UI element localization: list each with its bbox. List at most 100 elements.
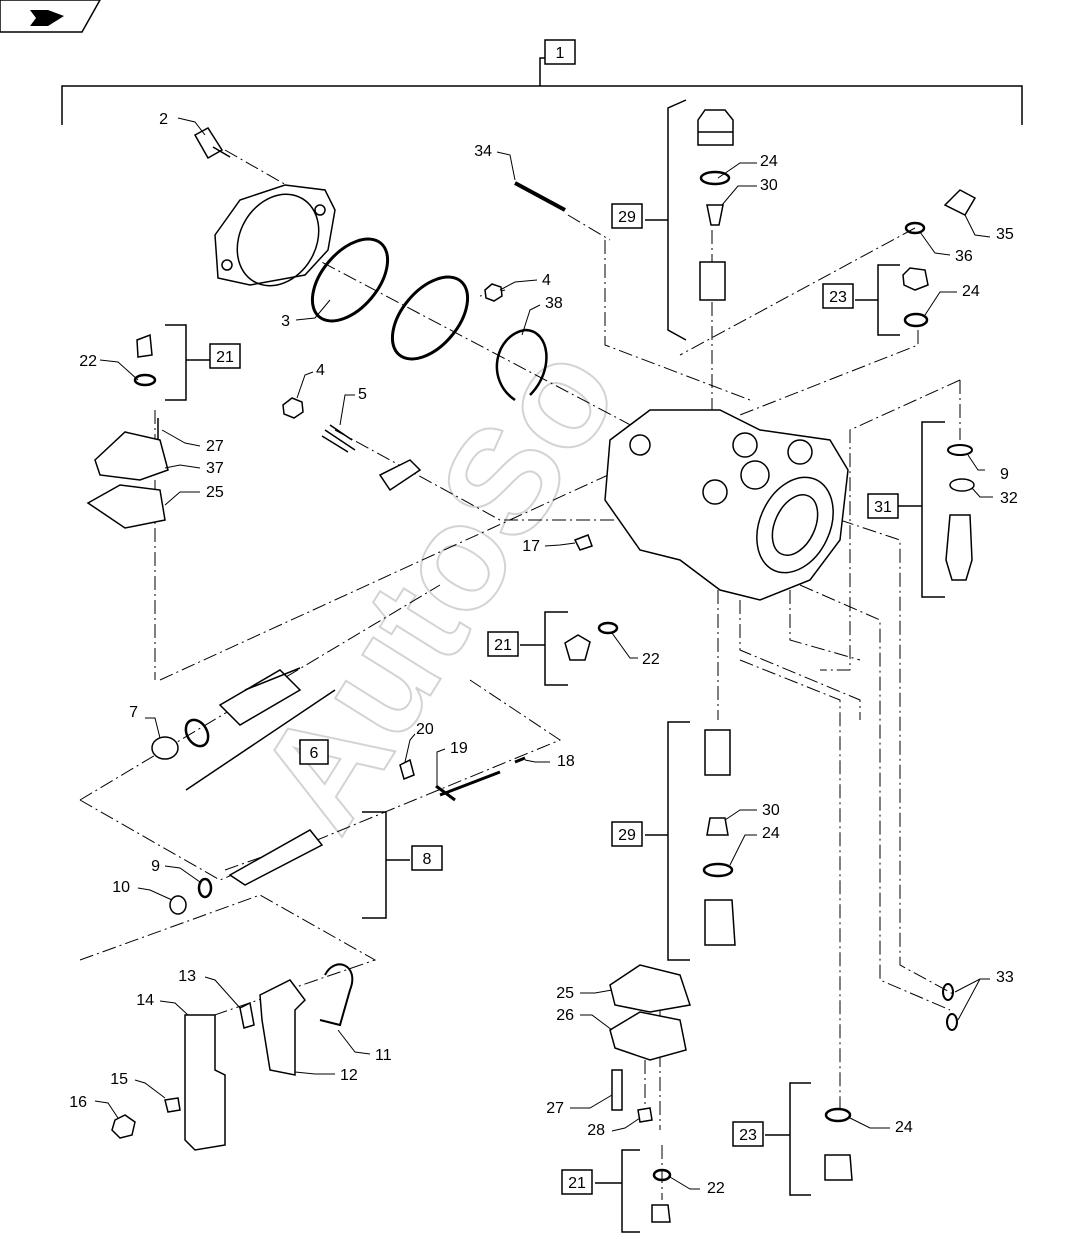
callout-26: 26 xyxy=(556,1007,574,1024)
callout-20: 20 xyxy=(416,721,434,738)
bushing-part-10 xyxy=(169,895,187,915)
oring-part-33a xyxy=(942,983,954,1001)
callout-27-bottom: 27 xyxy=(546,1100,564,1117)
snap-ring-38 xyxy=(495,328,548,402)
callout-35: 35 xyxy=(996,226,1014,243)
shaft-part-6 xyxy=(218,667,302,726)
oring-part-33b xyxy=(946,1013,958,1031)
bushing-part-7 xyxy=(151,736,179,760)
group-label-23-bottom: 23 xyxy=(739,1127,757,1144)
spring-part-11 xyxy=(319,963,354,1027)
screw-part-18 xyxy=(514,756,526,764)
group-label-31: 31 xyxy=(874,499,892,516)
relief-valve-bottom xyxy=(702,729,736,946)
callout-19: 19 xyxy=(450,740,468,757)
group-label-8: 8 xyxy=(423,851,432,868)
oring-part-9a xyxy=(947,444,973,456)
nut-part-28 xyxy=(637,1107,653,1123)
nut-part-4b xyxy=(282,397,304,419)
callout-25-bottom: 25 xyxy=(556,985,574,1002)
callout-9-right: 9 xyxy=(1000,466,1009,483)
callout-37: 37 xyxy=(206,460,224,477)
callout-38: 38 xyxy=(545,295,563,312)
seal-ring-3b xyxy=(390,275,470,361)
callout-34: 34 xyxy=(474,143,492,160)
gasket-part-25b xyxy=(609,964,691,1013)
callout-30-bottom: 30 xyxy=(762,802,780,819)
callout-7: 7 xyxy=(129,704,138,721)
key-part-20 xyxy=(399,758,415,781)
group-label-23-top: 23 xyxy=(829,289,847,306)
group-labels: 29 23 21 31 21 6 8 29 23 21 xyxy=(209,203,899,1195)
group-brackets xyxy=(165,99,945,1233)
oring-part-7 xyxy=(184,718,210,748)
seal-ring-3a xyxy=(310,237,390,323)
callout-33: 33 xyxy=(996,969,1014,986)
bolt-part-13 xyxy=(239,1001,255,1029)
cover-part-26 xyxy=(609,1011,687,1061)
screw-part-27b xyxy=(611,1069,623,1111)
callout-2: 2 xyxy=(159,111,168,128)
group-label-29-top: 29 xyxy=(618,209,636,226)
group-label-21-left: 21 xyxy=(216,349,234,366)
bracket-part-12 xyxy=(259,979,306,1076)
callout-22-left: 22 xyxy=(79,353,97,370)
plug-part-17 xyxy=(573,534,593,551)
plug-part-35 xyxy=(943,189,977,216)
plug-part-23b xyxy=(824,1154,853,1181)
callout-labels: 2 34 24 30 35 36 4 38 24 3 22 4 5 27 37 … xyxy=(69,111,1018,1197)
plug-part-21b xyxy=(564,634,591,661)
callout-24-lower-right: 24 xyxy=(895,1119,913,1136)
parts xyxy=(86,109,977,1223)
callout-24-right: 24 xyxy=(962,283,980,300)
cover-plate xyxy=(214,184,336,287)
callout-4-left: 4 xyxy=(316,362,325,379)
pin-part-34 xyxy=(514,181,566,212)
main-housing xyxy=(604,409,849,601)
callout-27-left: 27 xyxy=(206,438,224,455)
label-box-1 xyxy=(544,39,576,65)
plug-part-21c xyxy=(651,1204,671,1223)
plug-part-23a xyxy=(902,267,929,291)
nut-part-4a xyxy=(484,283,503,302)
spring-part-5 xyxy=(321,424,356,453)
pin-part-19 xyxy=(435,770,501,802)
bolt-part-2 xyxy=(193,127,231,160)
callout-3: 3 xyxy=(281,313,290,330)
callout-12: 12 xyxy=(340,1067,358,1084)
shaft-part-8 xyxy=(228,829,324,886)
callout-22-center: 22 xyxy=(642,651,660,668)
callout-15: 15 xyxy=(110,1071,128,1088)
oring-part-9b xyxy=(197,877,213,899)
callout-36: 36 xyxy=(955,248,973,265)
group-label-6: 6 xyxy=(310,745,319,762)
oring-part-24b xyxy=(903,312,929,328)
callout-24-bottom: 24 xyxy=(762,825,780,842)
callout-25-left: 25 xyxy=(206,484,224,501)
callout-14: 14 xyxy=(136,992,154,1009)
callout-17: 17 xyxy=(522,538,540,555)
book-icon[interactable] xyxy=(0,0,101,33)
callout-30-top: 30 xyxy=(760,177,778,194)
nut-part-16 xyxy=(111,1114,136,1139)
oring-part-24d xyxy=(824,1107,852,1123)
plug-part-21a xyxy=(136,333,153,358)
label-1: 1 xyxy=(556,45,565,62)
callout-28: 28 xyxy=(587,1122,605,1139)
oring-part-22a xyxy=(133,373,157,387)
group-label-29-bottom: 29 xyxy=(618,827,636,844)
washer-part-15 xyxy=(164,1097,181,1113)
callout-24-top: 24 xyxy=(760,153,778,170)
callout-22-bottom: 22 xyxy=(707,1180,725,1197)
oring-part-36 xyxy=(904,221,926,235)
top-bracket xyxy=(61,57,1023,125)
link-part xyxy=(378,459,422,492)
callout-10: 10 xyxy=(112,879,130,896)
oring-part-22c xyxy=(652,1168,672,1182)
gasket-part-25a xyxy=(86,484,166,529)
oring-part-22b xyxy=(597,621,619,635)
callout-11: 11 xyxy=(375,1047,392,1064)
callout-9-left: 9 xyxy=(151,858,160,875)
